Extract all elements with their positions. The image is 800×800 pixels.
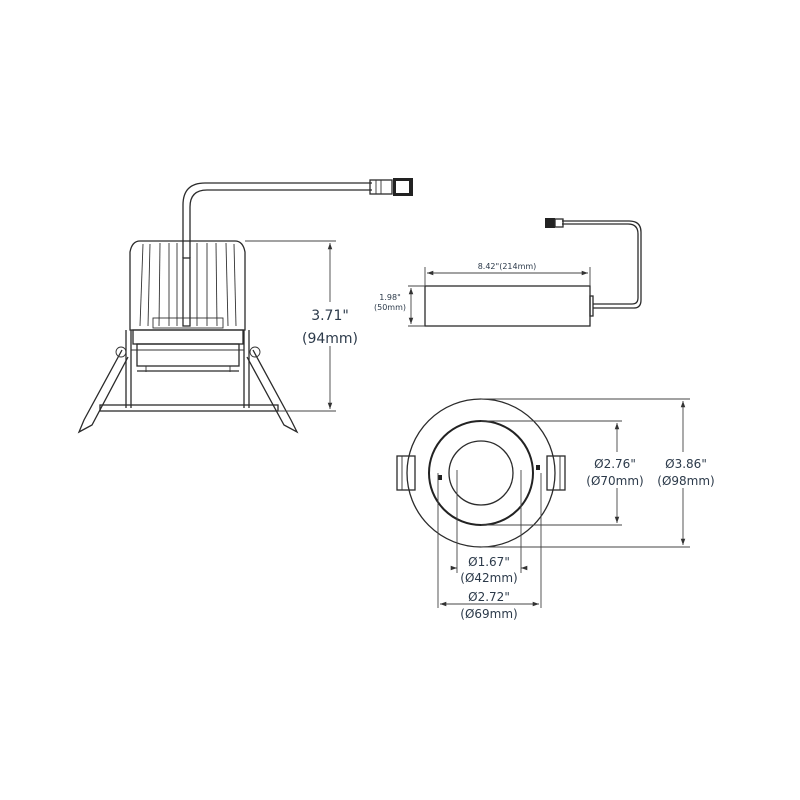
aperture-diameter-in: Ø1.67": [468, 555, 510, 569]
ring-diameter-in: Ø2.76": [594, 457, 636, 471]
driver-box: [424, 218, 642, 327]
outer-diameter-mm: (Ø98mm): [657, 474, 714, 488]
side-height-mm: (94mm): [302, 331, 358, 347]
driver-connector-icon: [545, 218, 564, 228]
cutout-diameter-mm: (Ø69mm): [460, 607, 517, 621]
side-height-in: 3.71": [311, 308, 349, 324]
ring-diameter-mm: (Ø70mm): [586, 474, 643, 488]
cutout-diameter-in: Ø2.72": [468, 590, 510, 604]
driver-dimensions: [408, 267, 591, 327]
driver-height-mm: (50mm): [374, 303, 406, 312]
driver-height-in: 1.98": [379, 293, 401, 302]
height-dimension: [245, 240, 364, 412]
driver-length: 8.42"(214mm): [478, 262, 537, 271]
connector-icon: [369, 178, 413, 196]
outer-diameter-in: Ø3.86": [665, 457, 707, 471]
front-dimensions: [437, 398, 713, 608]
side-view-fixture: [77, 178, 413, 434]
aperture-diameter-mm: (Ø42mm): [460, 571, 517, 585]
